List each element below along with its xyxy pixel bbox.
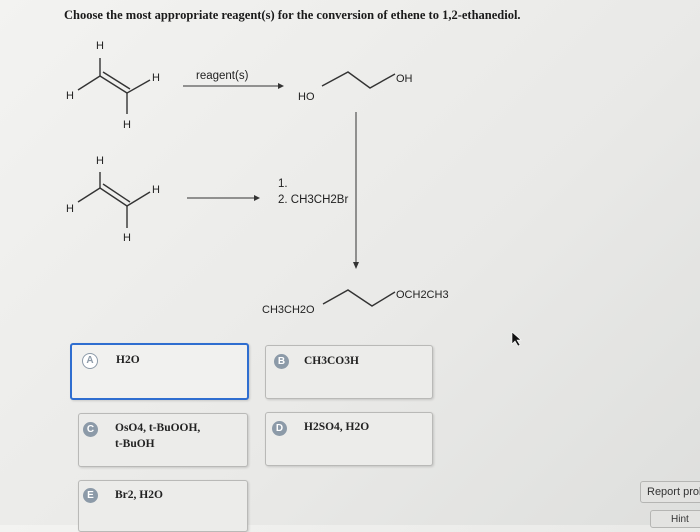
option-a-text: H2O — [116, 354, 140, 366]
option-e-text: Br2, H2O — [115, 489, 163, 501]
option-c-text: OsO4, t-BuOOH, t-BuOH — [115, 420, 200, 452]
diol-oh-label: OH — [396, 73, 413, 85]
option-b-text: CH3CO3H — [304, 355, 359, 367]
option-b[interactable]: B CH3CO3H — [265, 345, 433, 399]
option-c-badge: C — [83, 422, 98, 437]
option-b-badge: B — [274, 354, 289, 369]
ethene-structure-bottom: H H H H — [66, 155, 160, 244]
atom-h: H — [123, 232, 131, 244]
option-d[interactable]: D H2SO4, H2O — [265, 412, 433, 466]
ether-right-label: OCH2CH3 — [396, 289, 449, 301]
atom-h: H — [96, 40, 104, 52]
option-a-badge: A — [82, 353, 98, 369]
question-text: Choose the most appropriate reagent(s) f… — [64, 8, 521, 22]
option-e[interactable]: E Br2, H2O — [78, 480, 248, 532]
option-c-line1: OsO4, t-BuOOH, — [115, 422, 201, 434]
hint-button[interactable]: Hint — [650, 510, 700, 528]
report-problem-button[interactable]: Report problem — [640, 481, 700, 503]
ether-left-label: CH3CH2O — [262, 304, 315, 316]
ethene-structure-top: H H H H — [66, 40, 160, 131]
step-1-label: 1. — [278, 178, 288, 190]
ethanediol-structure: HO OH — [298, 71, 413, 103]
atom-h: H — [123, 119, 131, 131]
mouse-cursor-icon — [511, 331, 522, 347]
atom-h: H — [152, 184, 160, 196]
diol-ho-label: HO — [298, 91, 315, 103]
reaction-scheme: H H H H reagent(s) HO OH H H H H 1. 2. C… — [66, 40, 449, 316]
option-e-badge: E — [83, 488, 98, 503]
step-2-label: 2. CH3CH2Br — [278, 194, 348, 206]
option-c-line2: t-BuOH — [115, 438, 155, 450]
option-a[interactable]: A H2O — [70, 343, 249, 400]
option-d-text: H2SO4, H2O — [304, 421, 370, 433]
reagent-label: reagent(s) — [196, 70, 249, 82]
ether-structure: CH3CH2O OCH2CH3 — [262, 289, 449, 316]
atom-h: H — [152, 72, 160, 84]
option-d-badge: D — [272, 421, 287, 436]
option-c[interactable]: C OsO4, t-BuOOH, t-BuOH — [78, 413, 248, 467]
atom-h: H — [66, 90, 74, 102]
atom-h: H — [66, 203, 74, 215]
atom-h: H — [96, 155, 104, 167]
